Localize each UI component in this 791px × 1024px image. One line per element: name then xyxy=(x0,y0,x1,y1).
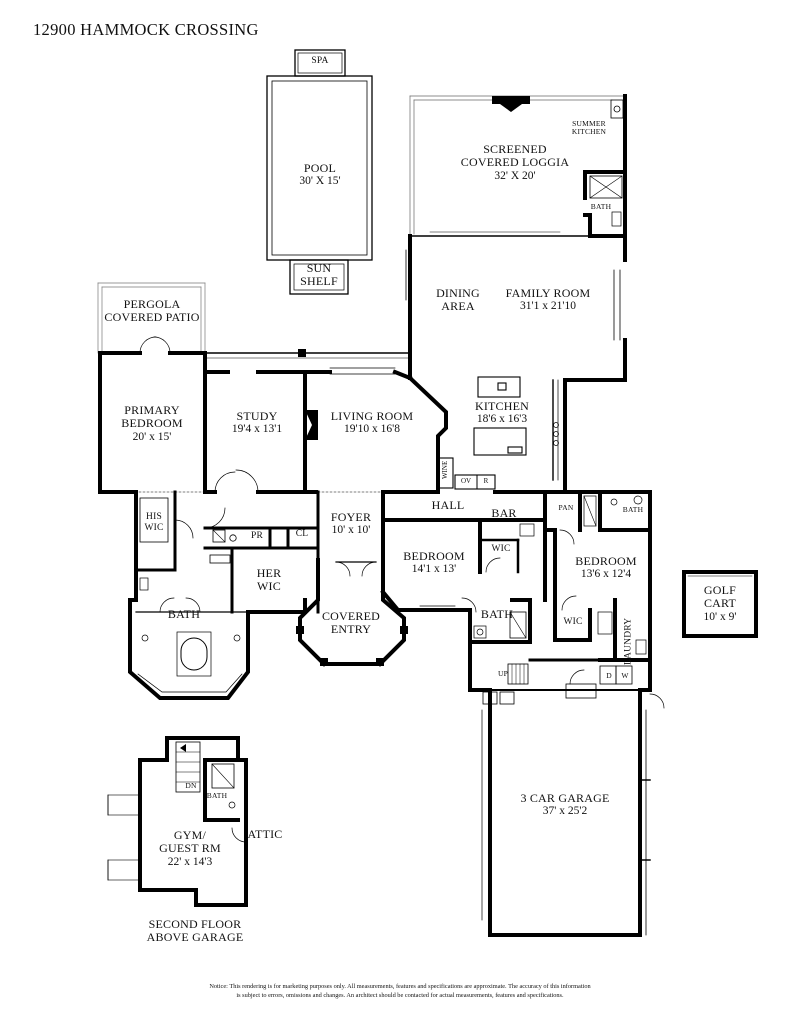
attic-label: ATTIC xyxy=(247,827,283,841)
up-stair-label: UP xyxy=(498,669,508,678)
bedroom3-walls xyxy=(543,490,652,692)
interior-walls xyxy=(134,490,320,614)
garage-walls xyxy=(468,688,652,937)
washer-label: W xyxy=(621,671,629,680)
oven-label: OV xyxy=(460,477,472,485)
upper-bath-label: BATH xyxy=(206,791,228,800)
disclaimer-notice: Notice: This rendering is for marketing … xyxy=(100,983,700,1000)
dryer-label: D xyxy=(606,671,612,680)
loggia-walls xyxy=(583,94,627,238)
pool-outline xyxy=(266,49,373,295)
pergola-outline xyxy=(97,282,206,354)
bedroom2-bath-label: BATH xyxy=(480,607,514,621)
golf-cart-outline xyxy=(682,570,758,638)
loggia-bath-label: BATH xyxy=(590,202,612,211)
main-walls xyxy=(98,351,527,700)
closet-label: CL xyxy=(295,529,309,539)
bedroom3-wic-label: WIC xyxy=(563,617,583,627)
bedroom3-bath-label: BATH xyxy=(622,505,644,514)
disclaimer-line-1: Notice: This rendering is for marketing … xyxy=(209,983,591,990)
plan-title: 12900 HAMMOCK CROSSING xyxy=(33,20,259,39)
disclaimer-line-2: is subject to errors, omissions and chan… xyxy=(236,991,564,999)
hall-label: HALL xyxy=(431,498,465,512)
refrigerator-label: R xyxy=(483,477,489,485)
powder-room-label: PR xyxy=(250,531,264,541)
bedroom2-wic-label: WIC xyxy=(491,544,511,554)
second-floor-walls xyxy=(138,736,248,907)
primary-bath-label: BATH xyxy=(167,607,201,621)
fireplace xyxy=(492,96,530,104)
down-stair-label: DN xyxy=(185,781,197,790)
wine-label: WINE xyxy=(441,460,450,480)
entry-walls xyxy=(298,490,406,667)
pantry-label: PAN xyxy=(558,503,574,512)
bar-label: BAR xyxy=(491,506,517,520)
laundry-label: LAUNDRY xyxy=(623,617,634,665)
spa-label: SPA xyxy=(311,56,329,66)
kitchen-island xyxy=(473,376,527,456)
great-room-walls xyxy=(407,234,627,494)
